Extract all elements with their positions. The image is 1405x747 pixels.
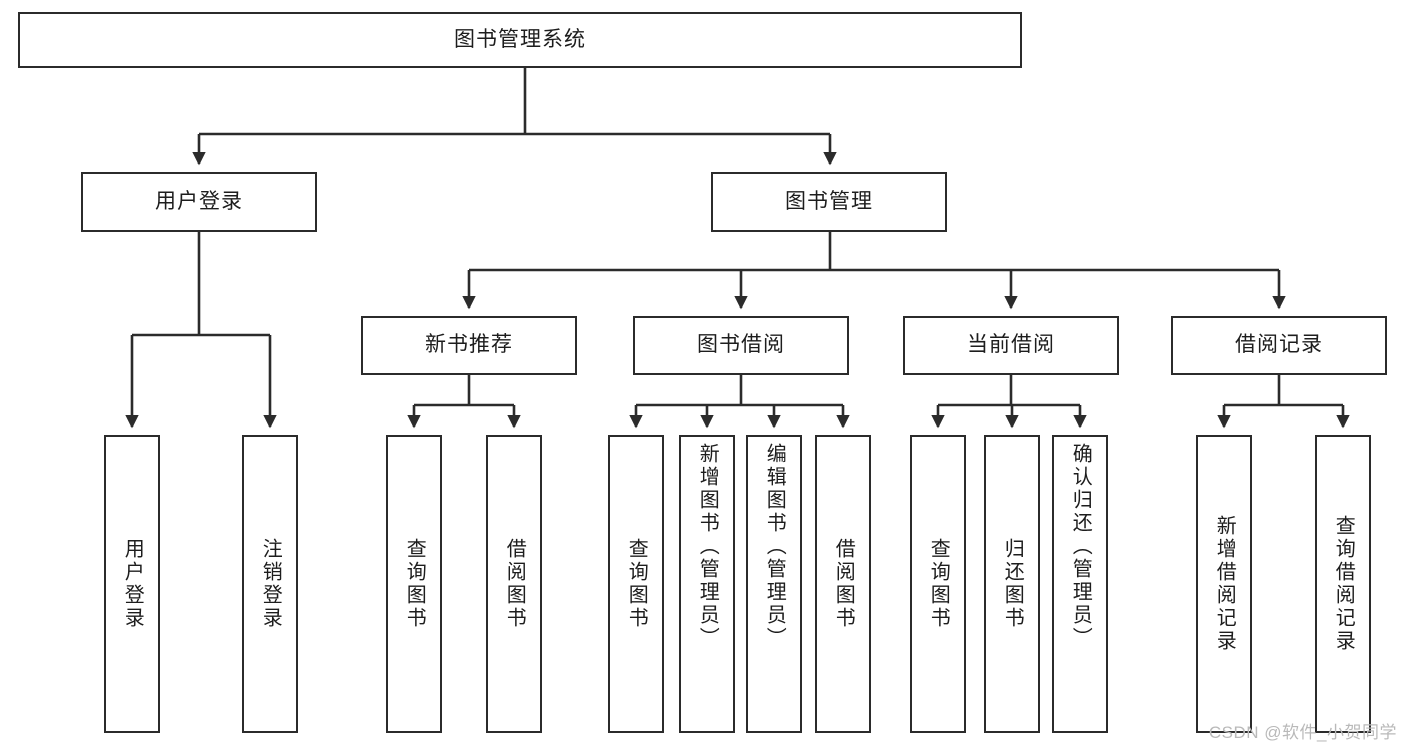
node-book-borrow[interactable]: 图书借阅 [633, 316, 849, 375]
node-label: 编辑图书（管理员） [763, 443, 786, 650]
node-leaf-add-record[interactable]: 新增借阅记录 [1196, 435, 1252, 733]
node-label: 新增图书（管理员） [696, 443, 719, 650]
node-label: 归还图书 [1001, 538, 1024, 630]
node-leaf-borrow-book-1[interactable]: 借阅图书 [486, 435, 542, 733]
node-label: 查询图书 [403, 538, 426, 630]
node-label: 注销登录 [259, 538, 282, 630]
node-label: 用户登录 [155, 189, 243, 213]
node-leaf-confirm-return[interactable]: 确认归还（管理员） [1052, 435, 1108, 733]
node-label: 用户登录 [121, 538, 144, 630]
node-leaf-query-record[interactable]: 查询借阅记录 [1315, 435, 1371, 733]
node-label: 图书管理系统 [454, 27, 586, 51]
node-label: 确认归还（管理员） [1069, 443, 1092, 650]
node-label: 当前借阅 [967, 333, 1055, 357]
node-label: 借阅图书 [503, 538, 526, 630]
node-leaf-edit-book[interactable]: 编辑图书（管理员） [746, 435, 802, 733]
node-borrow-record[interactable]: 借阅记录 [1171, 316, 1387, 375]
node-leaf-return-book[interactable]: 归还图书 [984, 435, 1040, 733]
node-leaf-query-book-3[interactable]: 查询图书 [910, 435, 966, 733]
node-leaf-user-logout[interactable]: 注销登录 [242, 435, 298, 733]
node-label: 查询借阅记录 [1332, 515, 1355, 653]
node-leaf-borrow-book-2[interactable]: 借阅图书 [815, 435, 871, 733]
node-leaf-add-book[interactable]: 新增图书（管理员） [679, 435, 735, 733]
node-label: 查询图书 [927, 538, 950, 630]
node-new-book-rec[interactable]: 新书推荐 [361, 316, 577, 375]
node-label: 图书管理 [785, 189, 873, 213]
watermark: CSDN @软件_小贺同学 [1208, 723, 1397, 742]
node-leaf-user-login[interactable]: 用户登录 [104, 435, 160, 733]
node-leaf-query-book-2[interactable]: 查询图书 [608, 435, 664, 733]
node-label: 新增借阅记录 [1213, 515, 1236, 653]
node-user-login[interactable]: 用户登录 [81, 172, 317, 232]
node-leaf-query-book-1[interactable]: 查询图书 [386, 435, 442, 733]
node-label: 新书推荐 [425, 333, 513, 357]
node-label: 图书借阅 [697, 333, 785, 357]
node-current-borrow[interactable]: 当前借阅 [903, 316, 1119, 375]
node-book-manage[interactable]: 图书管理 [711, 172, 947, 232]
node-label: 借阅记录 [1235, 333, 1323, 357]
node-label: 借阅图书 [832, 538, 855, 630]
node-label: 查询图书 [625, 538, 648, 630]
node-root-system[interactable]: 图书管理系统 [18, 12, 1022, 68]
